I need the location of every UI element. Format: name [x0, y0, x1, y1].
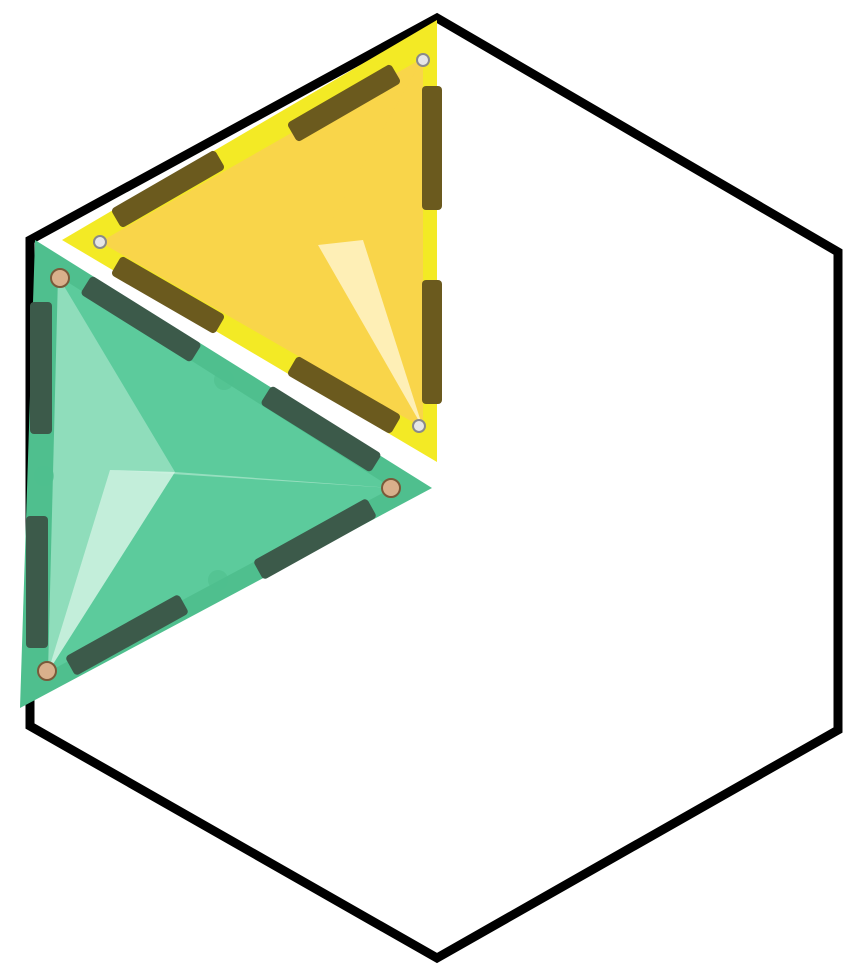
green-tile-connector	[34, 466, 54, 486]
green-tile-magnet	[30, 302, 52, 434]
yellow-tile-corner-peg	[94, 236, 106, 248]
green-tile-corner-peg	[382, 479, 400, 497]
yellow-tile-corner-peg	[417, 54, 429, 66]
yellow-tile-magnet	[422, 280, 442, 404]
green-tile-magnet	[26, 516, 48, 648]
yellow-tile-corner-peg	[413, 420, 425, 432]
green-tile-corner-peg	[51, 269, 69, 287]
green-tile-connector	[214, 370, 234, 390]
yellow-tile-magnet	[422, 86, 442, 210]
green-tile-connector	[208, 570, 228, 590]
green-tile-corner-peg	[38, 662, 56, 680]
